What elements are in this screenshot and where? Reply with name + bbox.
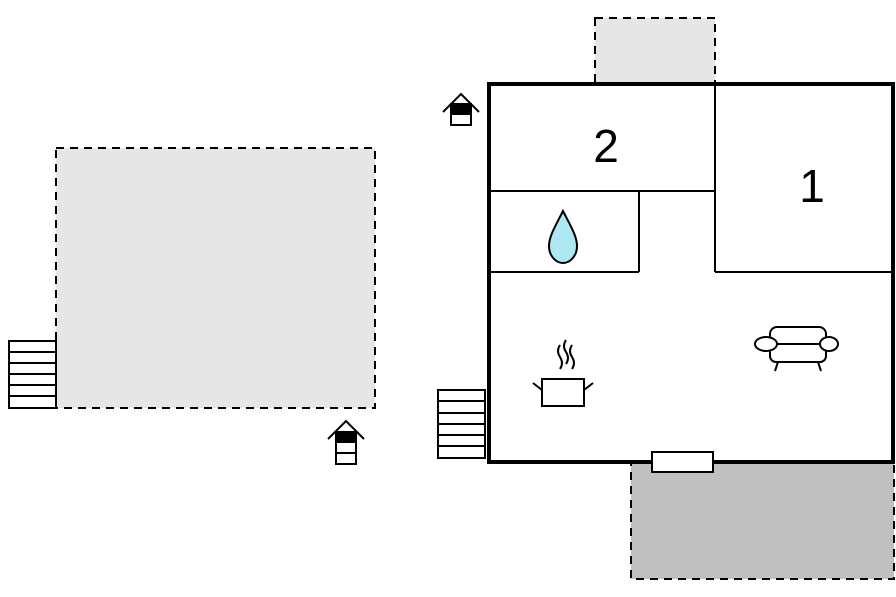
steps-icon-terrace	[8, 340, 57, 409]
steps-icon-house	[437, 389, 486, 459]
sofa-icon	[754, 326, 839, 372]
room-label-2: 2	[593, 120, 619, 172]
entrance-icon-terrace	[327, 419, 365, 465]
window-icon	[651, 451, 714, 473]
entrance-icon-house	[442, 92, 480, 126]
room-label-1: 1	[799, 160, 825, 212]
terrace-top	[594, 17, 716, 85]
water-drop-icon	[547, 208, 579, 265]
interior-walls	[489, 84, 893, 273]
terrace-left	[55, 147, 376, 409]
terrace-bottom	[630, 461, 895, 580]
cooking-pot-icon	[532, 339, 594, 407]
